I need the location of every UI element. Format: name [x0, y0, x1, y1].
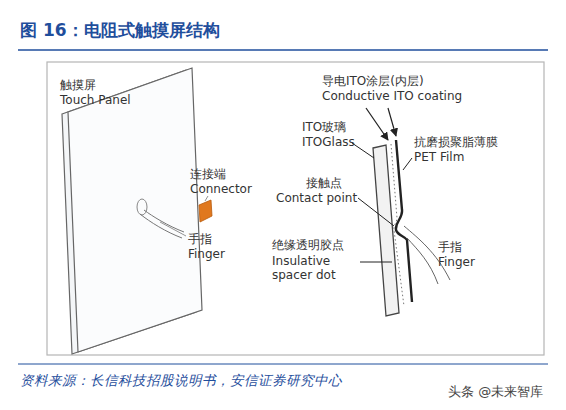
leader-line [160, 222, 186, 236]
title-rule [18, 49, 548, 51]
label-text: Finger [438, 255, 475, 269]
label-text: 连接端 [190, 167, 226, 181]
finger [140, 214, 182, 238]
label-text: 抗磨损聚脂薄膜 [414, 135, 498, 149]
leader-line [403, 158, 412, 170]
label-text: Connector [190, 182, 252, 196]
label-text: Touch Panel [60, 93, 131, 107]
connector-tab [199, 200, 212, 222]
label-text: 触摸屏 [60, 78, 96, 92]
leader-line [360, 262, 392, 263]
source-rule [18, 364, 548, 365]
leader-line [205, 196, 208, 201]
leader-line [352, 143, 374, 158]
label-text: 头条 @未来智库 [448, 384, 543, 400]
label-text: 手指 [188, 232, 212, 246]
label-text: Finger [188, 247, 225, 261]
leader-line [388, 108, 396, 136]
finger-section [407, 238, 438, 284]
frame [47, 62, 544, 355]
label-text: 手指 [438, 240, 462, 254]
leader-line [366, 108, 388, 140]
touch-spot [137, 199, 147, 215]
label-text: PET Film [414, 150, 464, 164]
label-text: ITOGlass [302, 135, 355, 149]
label-text: ITO玻璃 [302, 120, 346, 134]
label-text: 绝缘透明胶点 [272, 238, 344, 252]
touch-panel-front [68, 68, 202, 352]
source-caption: 资料来源：长信科技招股说明书，安信证券研究中心 [20, 372, 342, 388]
label-text: Insulative spacer dot [272, 254, 362, 283]
label-text: 接触点 [306, 176, 342, 190]
leader-line [358, 198, 394, 226]
label-text: Contact point [276, 191, 357, 205]
pet-film [396, 140, 412, 302]
figure-title: 图 16：电阻式触摸屏结构 [20, 20, 220, 40]
label-text: 导电ITO涂层(内层) [322, 74, 424, 88]
label-text: Conductive ITO coating [322, 89, 462, 103]
